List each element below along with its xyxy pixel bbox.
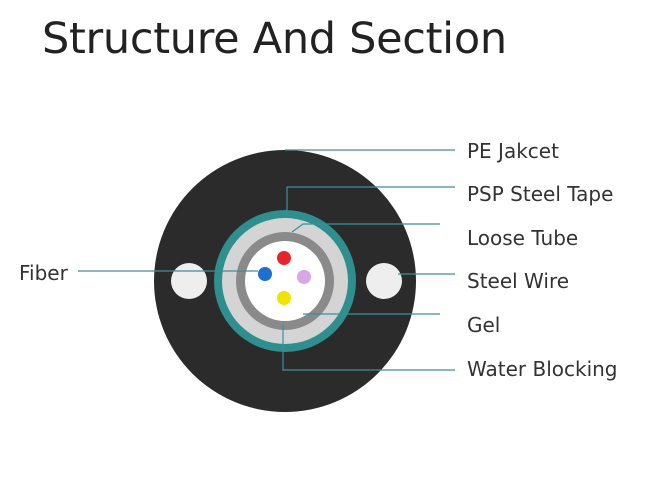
fiber-blue: [258, 267, 272, 281]
label-gel: Gel: [467, 313, 500, 337]
label-loose-tube: Loose Tube: [467, 226, 578, 250]
fiber-red: [277, 251, 291, 265]
label-psp-steel-tape: PSP Steel Tape: [467, 182, 613, 206]
label-water-blocking: Water Blocking: [467, 357, 618, 381]
leader-line-loose-tube: [291, 223, 440, 233]
page-title: Structure And Section: [42, 14, 507, 64]
label-steel-wire: Steel Wire: [467, 269, 569, 293]
fiber-yellow: [277, 291, 291, 305]
label-pe-jacket: PE Jakcet: [467, 139, 559, 163]
leader-line-water-blocking: [282, 325, 455, 371]
gel-core: [245, 241, 325, 321]
steel-wire-right: [366, 263, 402, 299]
leader-line-psp-steel-tape: [286, 186, 455, 215]
steel-wire-left: [171, 263, 207, 299]
label-fiber: Fiber: [19, 261, 69, 285]
fiber-purple: [297, 270, 311, 284]
